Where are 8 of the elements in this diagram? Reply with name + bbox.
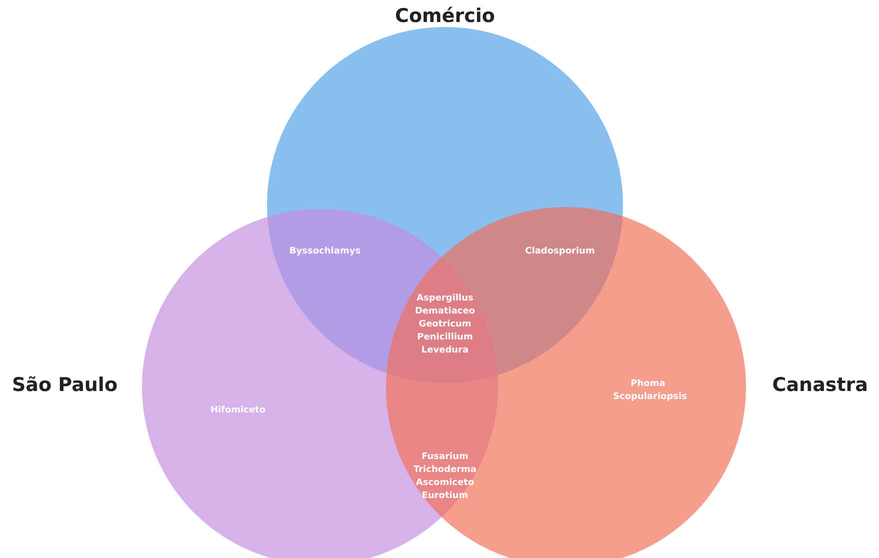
set-title: Canastra [772, 374, 868, 396]
region-label: Hifomiceto [209, 404, 267, 418]
region-label: Aspergillus Dematiaceo Geotricum Penicillium Levedura [414, 292, 476, 358]
set-title: São Paulo [12, 374, 118, 396]
set-title: Comércio [395, 5, 495, 27]
region-label: Fusarium Trichoderma Ascomiceto Eurotium [412, 451, 478, 503]
region-label: Cladosporium [524, 246, 596, 258]
region-label: Byssochlamys [288, 246, 362, 258]
